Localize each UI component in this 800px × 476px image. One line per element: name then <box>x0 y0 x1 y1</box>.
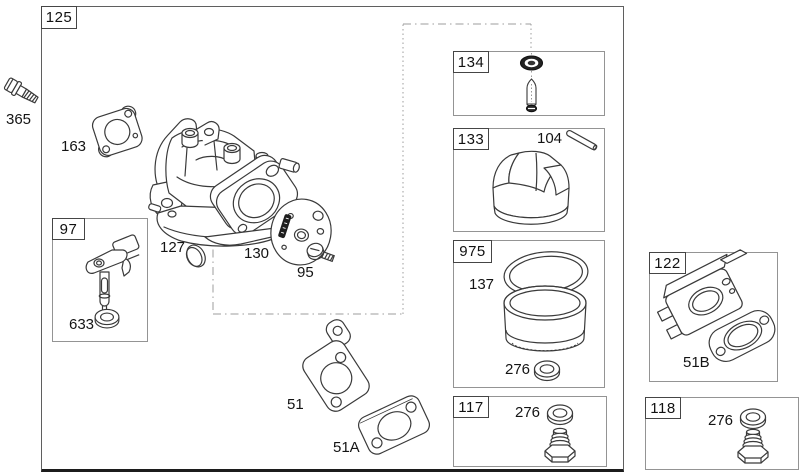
kit-label-133: 133 <box>453 128 489 150</box>
callout-276-975: 276 <box>505 361 531 378</box>
callout-137: 137 <box>469 276 495 293</box>
float-bowl-drawing <box>503 251 589 352</box>
screw-drawing <box>306 242 336 263</box>
callout-51: 51 <box>287 396 304 413</box>
callout-276-117: 276 <box>515 404 541 421</box>
float-drawing <box>492 129 598 225</box>
kit-label-97: 97 <box>52 218 85 240</box>
callout-130: 130 <box>244 245 270 262</box>
callout-163: 163 <box>61 138 87 155</box>
spacer-gasket-51b-drawing <box>708 309 776 363</box>
kit-label-118: 118 <box>645 397 681 419</box>
welch-plug-drawing <box>185 244 206 268</box>
bowl-nut-118-drawing <box>737 428 769 465</box>
bowl-nut-117-drawing <box>544 427 576 464</box>
bolt-drawing <box>3 77 39 104</box>
washer-276-118-drawing <box>739 408 767 430</box>
choke-shaft-drawing <box>85 234 140 312</box>
carb-gasket-51-drawing <box>302 319 370 412</box>
callout-104: 104 <box>537 130 563 147</box>
callout-365: 365 <box>6 111 32 128</box>
callout-51b: 51B <box>683 354 710 371</box>
callout-633: 633 <box>69 316 95 333</box>
mounting-gasket-drawing <box>91 105 143 158</box>
needle-seat-drawing <box>519 55 544 113</box>
callout-95: 95 <box>297 264 314 281</box>
washer-276-117-drawing <box>546 404 574 426</box>
seal-washer-633-drawing <box>94 308 120 329</box>
frame-label-125: 125 <box>41 6 77 29</box>
callout-127: 127 <box>160 239 186 256</box>
kit-label-117: 117 <box>453 396 489 418</box>
kit-label-975: 975 <box>453 240 492 263</box>
lower-gasket-51a-drawing <box>357 395 431 455</box>
callout-51a: 51A <box>333 439 360 456</box>
kit-label-122: 122 <box>649 252 686 274</box>
carburetor-body-drawing <box>148 118 300 247</box>
callout-276-118: 276 <box>708 412 734 429</box>
float-pin-drawing <box>566 129 598 151</box>
kit-label-134: 134 <box>453 51 489 73</box>
spacer-drawing <box>656 249 748 340</box>
bowl-washer-276-drawing <box>533 360 561 382</box>
